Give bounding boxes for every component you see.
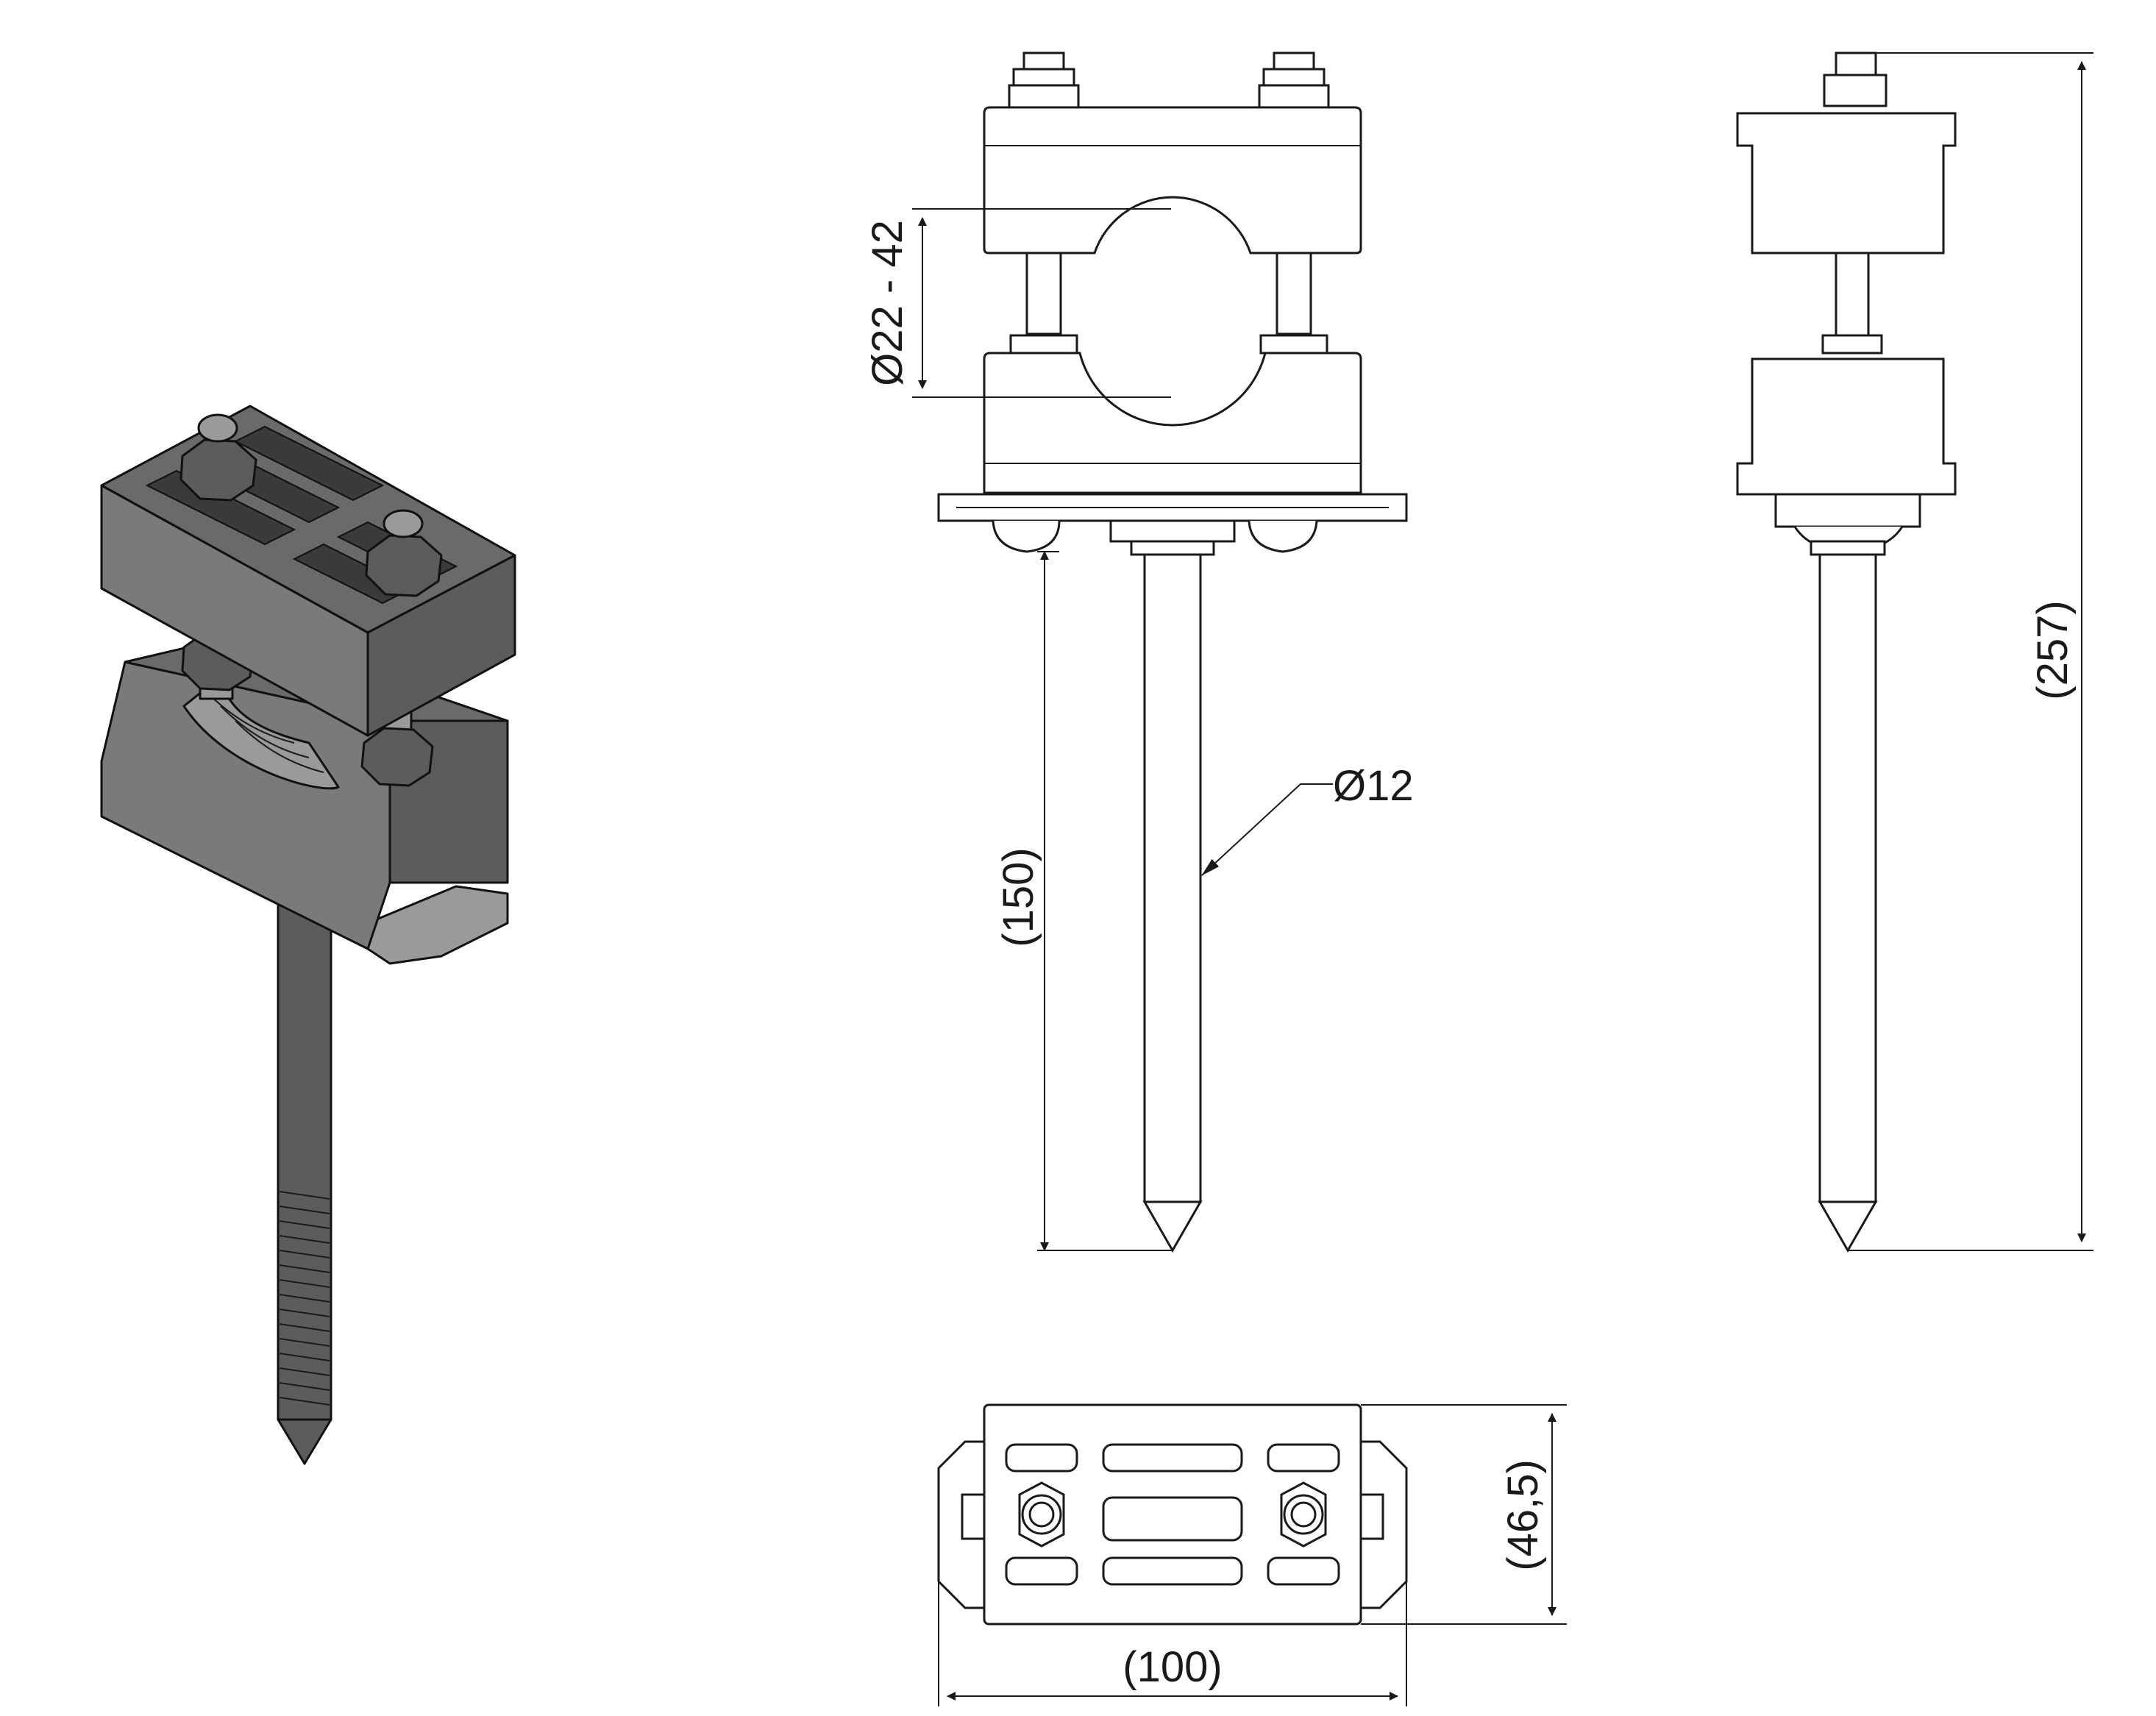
dim-depth-label: (46,5) (1499, 1459, 1547, 1571)
side-rod (1818, 553, 1877, 1203)
dim-total-height-label: (257) (2029, 600, 2077, 699)
isometric-view (100, 405, 516, 1465)
dim-width: (100) (938, 1581, 1407, 1706)
front-rod (1143, 553, 1202, 1203)
front-stud-right (1276, 252, 1312, 335)
iso-bolt-upper-left (179, 413, 257, 502)
front-lower-block (983, 352, 1362, 494)
top-bolt-right (1280, 1481, 1327, 1548)
dim-clamp-range: Ø22 - 42 (864, 208, 1171, 398)
top-view: (46,5) (100) (937, 1403, 1567, 1706)
side-lower-block (1736, 357, 1957, 496)
iso-base-plate (366, 885, 509, 965)
dim-total-height: (257) (1848, 52, 2093, 1251)
iso-rod (277, 903, 332, 1465)
iso-bolt-upper-right (365, 509, 443, 597)
front-top-nut-right (1258, 51, 1330, 109)
front-top-nut-left (1008, 51, 1080, 109)
top-bolt-left (1018, 1481, 1065, 1548)
side-view: (257) (1736, 51, 2093, 1253)
front-upper-block (983, 106, 1362, 254)
dim-rod-length-label: (150) (995, 847, 1042, 947)
iso-nut-lower-right (360, 727, 434, 787)
top-base-plate (937, 1440, 1408, 1609)
front-view: Ø22 - 42 (150) Ø12 (864, 51, 1414, 1253)
front-stud-left (1025, 252, 1062, 335)
dim-width-label: (100) (1123, 1643, 1222, 1691)
top-slots (1005, 1443, 1340, 1586)
dim-clamp-range-label: Ø22 - 42 (864, 220, 911, 386)
dim-rod-diameter: Ø12 (1201, 762, 1414, 876)
dim-depth: (46,5) (1361, 1404, 1567, 1625)
dim-rod-diameter-label: Ø12 (1333, 762, 1414, 810)
side-upper-block (1736, 112, 1957, 254)
dim-rod-length: (150) (995, 551, 1173, 1251)
